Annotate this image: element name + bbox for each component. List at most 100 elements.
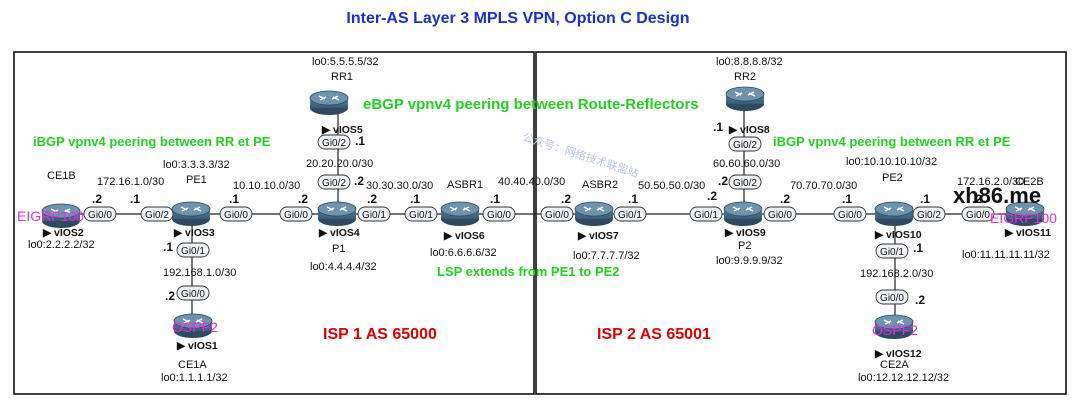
pe2-name: PE2 xyxy=(882,172,903,184)
pill-asbr2-gi00: Gi0/0 xyxy=(540,206,574,222)
svg-text:.1: .1 xyxy=(410,192,420,206)
pill-pe1-gi02: Gi0/2 xyxy=(140,206,174,222)
ce1b-name: CE1B xyxy=(47,170,76,182)
svg-text:.1: .1 xyxy=(355,134,365,148)
ce2a-type: ▶ vIOS12 xyxy=(874,348,922,360)
svg-text:.2: .2 xyxy=(367,192,377,206)
pill-p2-gi00: Gi0/0 xyxy=(763,206,797,222)
isp1-boundary xyxy=(13,51,535,395)
p1-name: P1 xyxy=(332,243,345,255)
svg-text:Gi0/0: Gi0/0 xyxy=(224,210,248,221)
svg-text:Gi0/0: Gi0/0 xyxy=(88,210,112,221)
svg-text:Gi0/1: Gi0/1 xyxy=(880,247,904,258)
subnet-p2-rr2: 60.60.60.0/30 xyxy=(713,158,780,170)
svg-text:.2: .2 xyxy=(972,192,982,206)
pill-pe2-gi02: Gi0/2 xyxy=(912,206,946,222)
svg-text:.1: .1 xyxy=(490,192,500,206)
svg-text:Gi0/0: Gi0/0 xyxy=(487,210,511,221)
asbr2-type: ▶ vIOS7 xyxy=(577,230,619,242)
pill-pe1-gi00: Gi0/0 xyxy=(219,206,253,222)
svg-text:.2: .2 xyxy=(718,174,728,188)
svg-text:.1: .1 xyxy=(920,192,930,206)
svg-text:Gi0/2: Gi0/2 xyxy=(917,210,941,221)
pe2-loopback: lo0:10.10.10.10/32 xyxy=(846,156,937,168)
svg-text:.1: .1 xyxy=(713,120,723,134)
pill-asbr2-gi01: Gi0/1 xyxy=(613,206,647,222)
pill-p2-gi01: Gi0/1 xyxy=(689,206,723,222)
p2-name: P2 xyxy=(738,240,751,252)
p1-loopback: lo0:4.4.4.4/32 xyxy=(310,261,377,273)
svg-text:.2: .2 xyxy=(915,293,925,307)
router-asbr1[interactable] xyxy=(440,201,480,227)
host-ids: .2 .1 .1 .1 .2 .1 .2 .2 .2 .1 .1 .2 .1 .… xyxy=(92,120,982,307)
subnet-pe1-ce1a: 192.168.1.0/30 xyxy=(163,267,236,279)
pe1-name: PE1 xyxy=(186,174,207,186)
subnet-pe1-p1: 10.10.10.0/30 xyxy=(233,180,300,192)
pill-pe1-gi01: Gi0/1 xyxy=(176,242,210,258)
svg-text:Gi0/2: Gi0/2 xyxy=(733,178,757,189)
ospf-left-label: OSPF2 xyxy=(172,319,218,335)
svg-text:Gi0/2: Gi0/2 xyxy=(322,178,346,189)
pill-rr1-gi02: Gi0/2 xyxy=(317,134,351,150)
ce2a-loopback: lo0:12.12.12.12/32 xyxy=(858,372,949,384)
pe2-type: ▶ vIOS10 xyxy=(874,229,922,241)
svg-text:.2: .2 xyxy=(354,174,364,188)
asbr2-name: ASBR2 xyxy=(582,179,618,191)
pill-rr2-gi02: Gi0/2 xyxy=(728,136,762,152)
rr1-loopback: lo0:5.5.5.5/32 xyxy=(312,56,379,68)
svg-text:Gi0/1: Gi0/1 xyxy=(618,210,642,221)
router-rr1[interactable] xyxy=(309,90,349,116)
subnet-pe2-ce2a: 192.168.2.0/30 xyxy=(860,268,933,280)
router-pe2[interactable] xyxy=(874,201,914,227)
pill-asbr1-gi00: Gi0/0 xyxy=(482,206,516,222)
subnet-pe2-ce2b: 172.16.2.0/30 xyxy=(957,176,1024,188)
rr2-name: RR2 xyxy=(734,71,756,83)
pe1-type: ▶ vIOS3 xyxy=(173,227,215,239)
svg-text:Gi0/1: Gi0/1 xyxy=(409,210,433,221)
pill-asbr1-gi01: Gi0/1 xyxy=(404,206,438,222)
ce1b-loopback: lo0:2.2.2.2/32 xyxy=(28,239,95,251)
svg-text:.2: .2 xyxy=(707,189,717,203)
router-pe1[interactable] xyxy=(171,201,211,227)
pe1-loopback: lo0:3.3.3.3/32 xyxy=(163,159,230,171)
asbr1-type: ▶ vIOS6 xyxy=(443,230,485,242)
svg-text:Gi0/0: Gi0/0 xyxy=(880,293,904,304)
ebgp-annotation: eBGP vpnv4 peering between Route-Reflect… xyxy=(363,96,699,113)
svg-text:.2: .2 xyxy=(92,192,102,206)
svg-text:Gi0/0: Gi0/0 xyxy=(181,289,205,300)
svg-text:.1: .1 xyxy=(229,192,239,206)
pill-p1-gi02: Gi0/2 xyxy=(317,174,351,190)
pill-p2-gi02: Gi0/2 xyxy=(728,174,762,190)
ce1b-type: ▶ vIOS2 xyxy=(42,227,84,239)
router-rr2[interactable] xyxy=(725,86,765,112)
router-p2[interactable] xyxy=(723,201,763,227)
router-p1[interactable] xyxy=(317,201,357,227)
ospf-right-label: OSPF2 xyxy=(872,322,918,338)
eigrp-right-label: EIGRP100 xyxy=(990,210,1057,226)
pill-p1-gi01: Gi0/1 xyxy=(357,206,391,222)
svg-text:Gi0/1: Gi0/1 xyxy=(181,246,205,257)
router-asbr2[interactable] xyxy=(574,201,614,227)
ce2a-name: CE2A xyxy=(880,359,909,371)
ce2b-name: CE2B xyxy=(1015,176,1044,188)
ce1a-name: CE1A xyxy=(178,359,207,371)
svg-text:Gi0/0: Gi0/0 xyxy=(545,210,569,221)
svg-text:Gi0/0: Gi0/0 xyxy=(284,210,308,221)
svg-text:Gi0/2: Gi0/2 xyxy=(145,210,169,221)
pill-pe2-gi01: Gi0/1 xyxy=(875,243,909,259)
isp2-boundary xyxy=(535,51,1067,395)
pill-ce2a-gi00: Gi0/0 xyxy=(875,289,909,305)
svg-text:Gi0/0: Gi0/0 xyxy=(966,210,990,221)
svg-text:.1: .1 xyxy=(628,192,638,206)
lsp-annotation: LSP extends from PE1 to PE2 xyxy=(437,264,620,279)
svg-text:.2: .2 xyxy=(298,192,308,206)
svg-text:Gi0/1: Gi0/1 xyxy=(362,210,386,221)
p1-type: ▶ vIOS4 xyxy=(318,227,360,239)
faint-watermark: 公众号：网络技术联盟站 xyxy=(521,130,640,181)
subnet-p2-pe2: 70.70.70.0/30 xyxy=(790,180,857,192)
svg-text:.2: .2 xyxy=(561,192,571,206)
svg-text:.2: .2 xyxy=(780,192,790,206)
subnet-p1-rr1: 20.20.20.0/30 xyxy=(306,158,373,170)
ibgp-right-annotation: iBGP vpnv4 peering between RR et PE xyxy=(773,134,1011,149)
